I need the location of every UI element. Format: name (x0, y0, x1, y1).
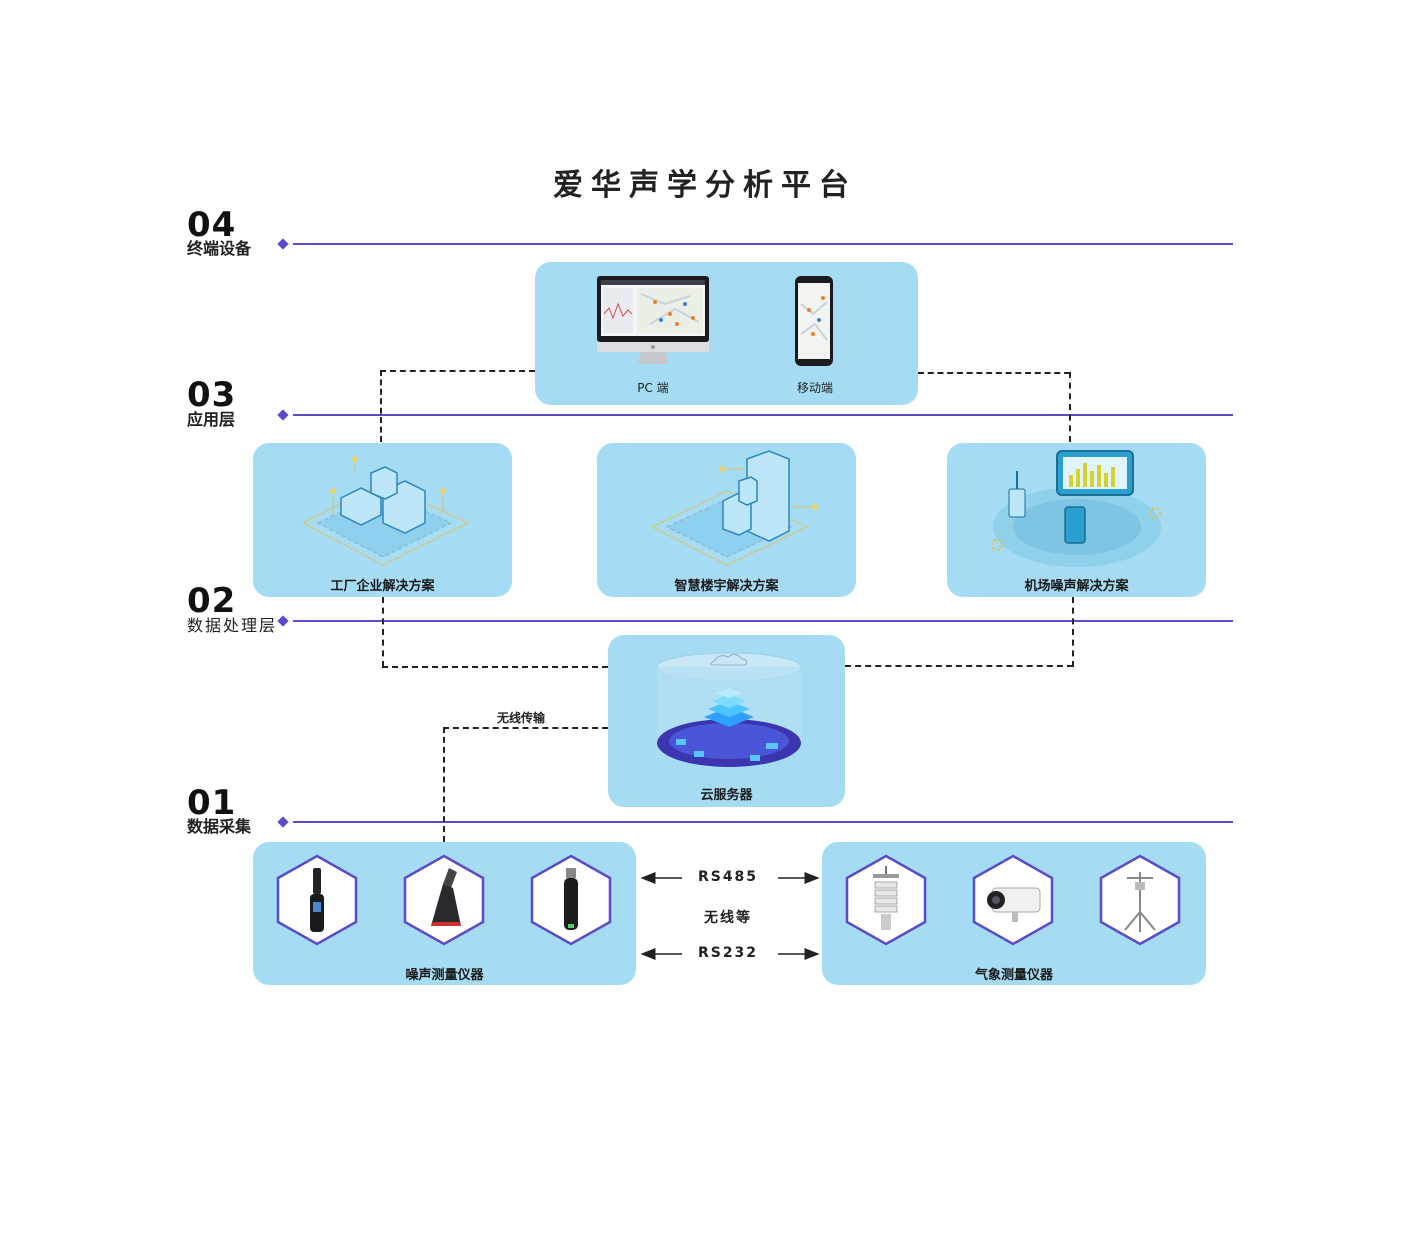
pc-label: PC 端 (637, 381, 669, 395)
connector-cloud-left (382, 666, 608, 668)
smartphone-icon (795, 276, 833, 366)
wireless-transmission-label: 无线传输 (497, 711, 546, 725)
noise-instruments-label: 噪声测量仪器 (405, 968, 484, 983)
weather-station-icon (845, 854, 927, 946)
connector-cloud-right-v (1072, 597, 1074, 667)
solution-factory-panel: 工厂企业解决方案 (253, 443, 512, 597)
protocol-wireless: 无线等 (704, 910, 752, 926)
layer-02-name: 数据处理层 (187, 616, 278, 635)
noise-analyzer-icon (403, 854, 485, 946)
building-illustration (650, 450, 818, 566)
connector-wireless (443, 727, 608, 729)
layer-01-name: 数据采集 (187, 817, 252, 836)
page-title: 爱华声学分析平台 (553, 168, 857, 203)
noise-sensor-icon (530, 854, 612, 946)
connector-cloud-left-v (382, 597, 384, 667)
monitor-icon (597, 276, 709, 364)
airport-illustration (991, 450, 1161, 567)
layer-03-number: 03 (187, 375, 237, 415)
layer-04-marker (277, 238, 289, 250)
weather-instruments-panel: 气象测量仪器 (822, 842, 1206, 985)
connector-wireless-v (443, 727, 445, 842)
connector-terminal-left-v (380, 370, 382, 442)
connector-terminal-right (918, 372, 1070, 374)
cloud-server-label: 云服务器 (700, 788, 753, 803)
layer-04-number: 04 (187, 205, 237, 245)
connector-terminal-left (380, 370, 535, 372)
layer-01-number: 01 (187, 783, 237, 823)
layer-03-name: 应用层 (187, 410, 236, 429)
protocol-rs232: RS232 (697, 945, 759, 961)
solution-airport-panel: 机场噪声解决方案 (947, 443, 1206, 597)
terminal-panel: PC 端 移动端 (535, 262, 918, 405)
layer-01-marker (277, 816, 289, 828)
layer-04-name: 终端设备 (187, 239, 252, 258)
layer-02-marker (277, 615, 289, 627)
layer-03-marker (277, 409, 289, 421)
connector-terminal-right-v (1069, 372, 1071, 442)
protocol-rs485: RS485 (697, 869, 759, 885)
cloud-server-icon (656, 652, 802, 767)
tripod-weather-station-icon (1099, 854, 1181, 946)
cloud-server-panel: 云服务器 (608, 635, 845, 807)
layer-02-rule (293, 620, 1233, 622)
connector-cloud-right (845, 665, 1073, 667)
solution-building-label: 智慧楼宇解决方案 (674, 579, 779, 594)
layer-01-rule (293, 821, 1233, 823)
camera-sensor-icon (972, 854, 1054, 946)
weather-instruments-label: 气象测量仪器 (974, 968, 1053, 983)
solution-factory-label: 工厂企业解决方案 (330, 579, 435, 594)
sound-level-meter-icon (276, 854, 358, 946)
layer-02-number: 02 (187, 581, 237, 621)
factory-illustration (301, 456, 470, 566)
protocol-arrows (640, 872, 820, 960)
noise-instruments-panel: 噪声测量仪器 (253, 842, 636, 985)
layer-03-rule (293, 414, 1233, 416)
mobile-label: 移动端 (796, 381, 833, 395)
layer-04-rule (293, 243, 1233, 245)
solution-building-panel: 智慧楼宇解决方案 (597, 443, 856, 597)
solution-airport-label: 机场噪声解决方案 (1024, 579, 1129, 594)
